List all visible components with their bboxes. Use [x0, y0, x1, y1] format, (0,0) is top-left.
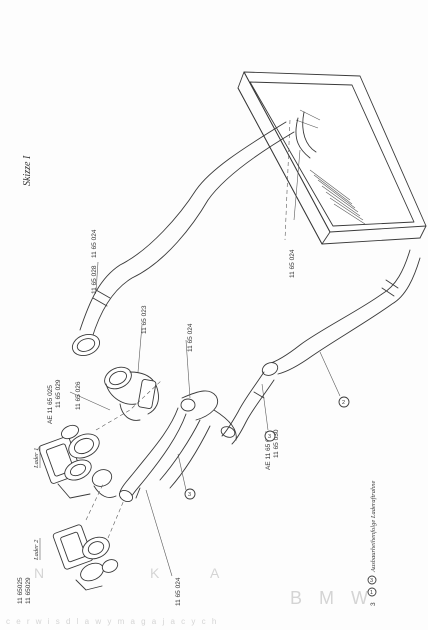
elbow-pipe	[104, 366, 159, 421]
long-pipe	[221, 371, 275, 445]
watermark-brand: B M W	[290, 588, 374, 608]
label-ladder2-group-1: 11 65025	[17, 577, 24, 604]
middle-pipe	[159, 390, 237, 489]
legend-marker-3: 3	[370, 578, 373, 584]
label-ae-group-1: AE 11 65 025	[47, 385, 54, 424]
label-upper-hose: 11 65 028	[91, 265, 98, 294]
watermark-letter-n: N	[34, 565, 44, 581]
heater-core	[237, 71, 427, 245]
return-hose	[261, 249, 421, 376]
label-lader-2: Lader 2	[33, 539, 40, 561]
label-ae-group-2: 11 65 029	[55, 379, 62, 408]
label-lower-group-1: AE 11 65 027	[265, 431, 272, 470]
label-mid-pipe: 11 65 026	[75, 381, 82, 410]
leader-lines	[69, 149, 341, 577]
label-top-hose: 11 65 024	[91, 229, 98, 258]
page-number: 3	[370, 602, 377, 606]
marker-3-lower: 3	[264, 430, 276, 442]
svg-text:2: 2	[342, 400, 345, 406]
marker-2: 2	[338, 396, 350, 408]
upper-hose	[71, 121, 295, 356]
legend: 1 3 Ausbaurheihenfolge Laderaftrahne 3	[367, 480, 377, 606]
label-lader-1: Lader 1	[33, 448, 40, 469]
legend-marker-1: 1	[370, 590, 373, 596]
label-side-hose: 11 65 024	[187, 323, 194, 352]
label-ladder2-group-2: 11 65029	[25, 577, 32, 604]
drawing-title: Skizze I	[22, 155, 33, 186]
label-lower-group-2: 11 65 030	[273, 429, 280, 458]
label-bottom-pipe: 11 65 024	[175, 577, 182, 606]
lader-2-assembly	[52, 481, 125, 591]
label-heater-core: 11 65 024	[289, 249, 296, 278]
legend-text: Ausbaurheihenfolge Laderaftrahne	[370, 480, 377, 573]
svg-text:3: 3	[188, 492, 191, 498]
watermark-letter-k: K	[150, 565, 160, 581]
svg-text:3: 3	[268, 434, 271, 440]
footer-text: c e r w i s d l a w y m a g a j a c y c …	[6, 617, 218, 626]
label-elbow-pipe: 11 65 023	[141, 305, 148, 334]
marker-3-upper: 3	[184, 488, 196, 500]
watermark-letter-a: A	[210, 565, 220, 581]
diagonal-pipe	[118, 407, 187, 503]
lader-1-assembly	[38, 379, 163, 499]
